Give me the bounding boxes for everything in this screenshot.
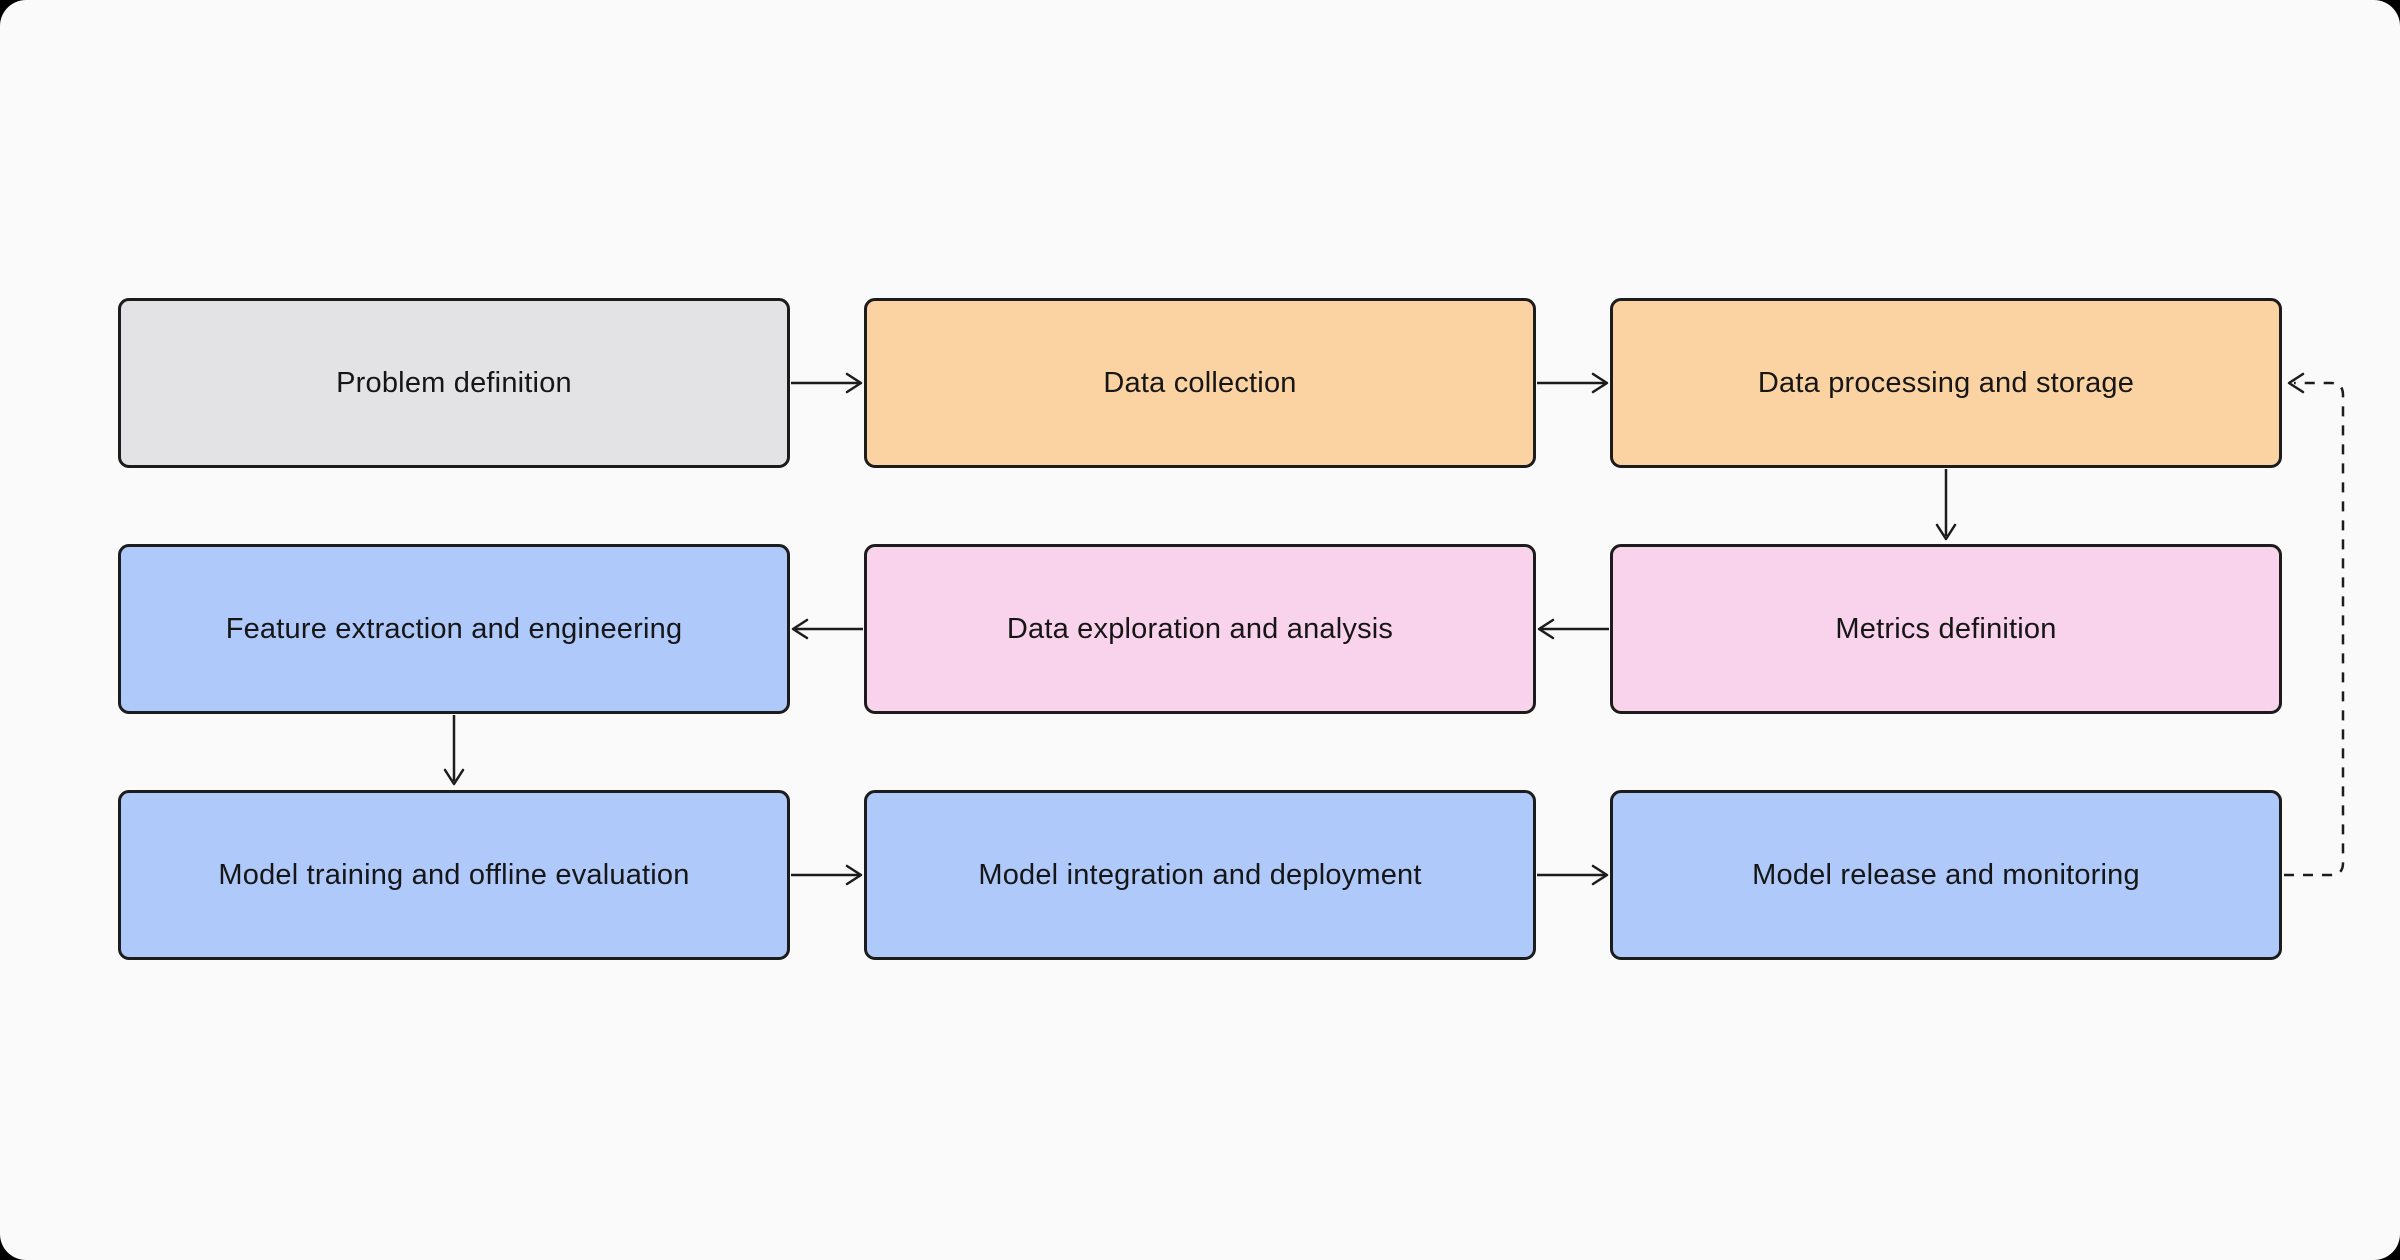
node-label: Model release and monitoring xyxy=(1752,858,2140,891)
node-label: Metrics definition xyxy=(1835,612,2057,645)
node-data-exploration-analysis: Data exploration and analysis xyxy=(864,544,1536,714)
node-metrics-definition: Metrics definition xyxy=(1610,544,2282,714)
node-problem-definition: Problem definition xyxy=(118,298,790,468)
node-label: Model training and offline evaluation xyxy=(218,858,690,891)
node-feature-extraction-engineering: Feature extraction and engineering xyxy=(118,544,790,714)
node-data-collection: Data collection xyxy=(864,298,1536,468)
node-label: Problem definition xyxy=(336,366,572,399)
arrow-metrics-to-exploration xyxy=(1537,618,1609,640)
node-label: Data collection xyxy=(1103,366,1297,399)
node-label: Feature extraction and engineering xyxy=(225,612,683,645)
arrow-processing-to-metrics xyxy=(1935,469,1957,541)
arrow-collection-to-processing xyxy=(1537,372,1609,394)
arrow-feature-to-training xyxy=(443,715,465,786)
arrow-problem-to-collection xyxy=(791,372,863,394)
arrow-exploration-to-feature xyxy=(791,618,863,640)
dashed-arrow-release-to-processing xyxy=(2284,372,2345,877)
arrow-integration-to-release xyxy=(1537,864,1609,886)
arrow-training-to-integration xyxy=(791,864,863,886)
node-label: Model integration and deployment xyxy=(978,858,1422,891)
node-label: Data exploration and analysis xyxy=(1006,612,1394,645)
node-model-training-offline-evaluation: Model training and offline evaluation xyxy=(118,790,790,960)
node-model-release-monitoring: Model release and monitoring xyxy=(1610,790,2282,960)
node-label: Data processing and storage xyxy=(1757,366,2135,399)
node-data-processing-storage: Data processing and storage xyxy=(1610,298,2282,468)
node-model-integration-deployment: Model integration and deployment xyxy=(864,790,1536,960)
